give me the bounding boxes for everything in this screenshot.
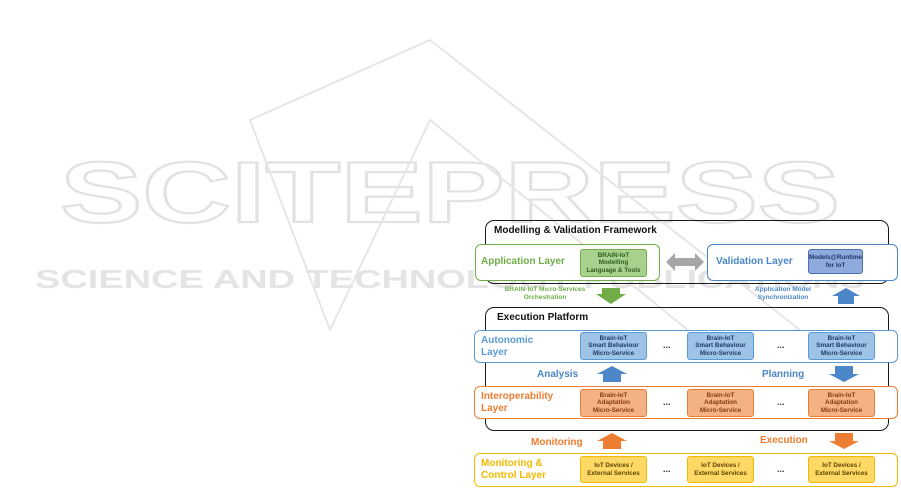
modelling-tools-component: BRAIN-IoT Modelling Language & Tools [580, 249, 647, 277]
modelling-frame-title: Modelling & Validation Framework [494, 225, 657, 236]
iot-devices-service-3: IoT Devices / External Services [808, 456, 875, 483]
analysis-label: Analysis [537, 369, 579, 380]
interoperability-layer-label: Interoperability Layer [481, 391, 554, 414]
smart-behaviour-service-1: Brain-IoT Smart Behaviour Micro-Service [580, 332, 647, 360]
iot-devices-service-2: IoT Devices / External Services [687, 456, 754, 483]
up-arrow-icon-monitoring [597, 433, 627, 449]
watermark-main: SCITEPRESS [60, 145, 840, 241]
ellipsis: ... [663, 464, 671, 474]
validation-layer-label: Validation Layer [716, 256, 793, 267]
synchronization-note: Application Model Synchronization [755, 286, 811, 301]
autonomic-layer-label: Autonomic Layer [481, 335, 534, 358]
adaptation-service-1: Brain-IoT Adaptation Micro-Service [580, 389, 647, 417]
down-arrow-icon-green [596, 288, 626, 304]
validation-layer [707, 244, 898, 281]
monitoring-control-layer-label: Monitoring & Control Layer [481, 458, 547, 481]
smart-behaviour-service-3: Brain-IoT Smart Behaviour Micro-Service [808, 332, 875, 360]
ellipsis: ... [777, 397, 785, 407]
bidirectional-arrow-icon [666, 253, 704, 271]
iot-devices-service-1: IoT Devices / External Services [580, 456, 647, 483]
ellipsis: ... [777, 340, 785, 350]
ellipsis: ... [663, 397, 671, 407]
up-arrow-icon-analysis [597, 366, 627, 382]
up-arrow-icon-blue [832, 288, 860, 304]
execution-platform-title: Execution Platform [497, 312, 589, 323]
application-layer-label: Application Layer [481, 256, 565, 267]
ellipsis: ... [777, 464, 785, 474]
execution-label: Execution [760, 435, 808, 446]
ellipsis: ... [663, 340, 671, 350]
down-arrow-icon-planning [829, 366, 859, 382]
smart-behaviour-service-2: Brain-IoT Smart Behaviour Micro-Service [687, 332, 754, 360]
orchestration-note: BRAIN-IoT Micro-Services Orchestration [504, 286, 586, 301]
adaptation-service-2: Brain-IoT Adaptation Micro-Service [687, 389, 754, 417]
planning-label: Planning [762, 369, 805, 380]
models-runtime-component: Models@Runtime for IoT [808, 249, 863, 274]
adaptation-service-3: Brain-IoT Adaptation Micro-Service [808, 389, 875, 417]
down-arrow-icon-execution [829, 433, 859, 449]
execution-platform-frame [485, 307, 889, 431]
monitoring-label: Monitoring [531, 437, 583, 448]
